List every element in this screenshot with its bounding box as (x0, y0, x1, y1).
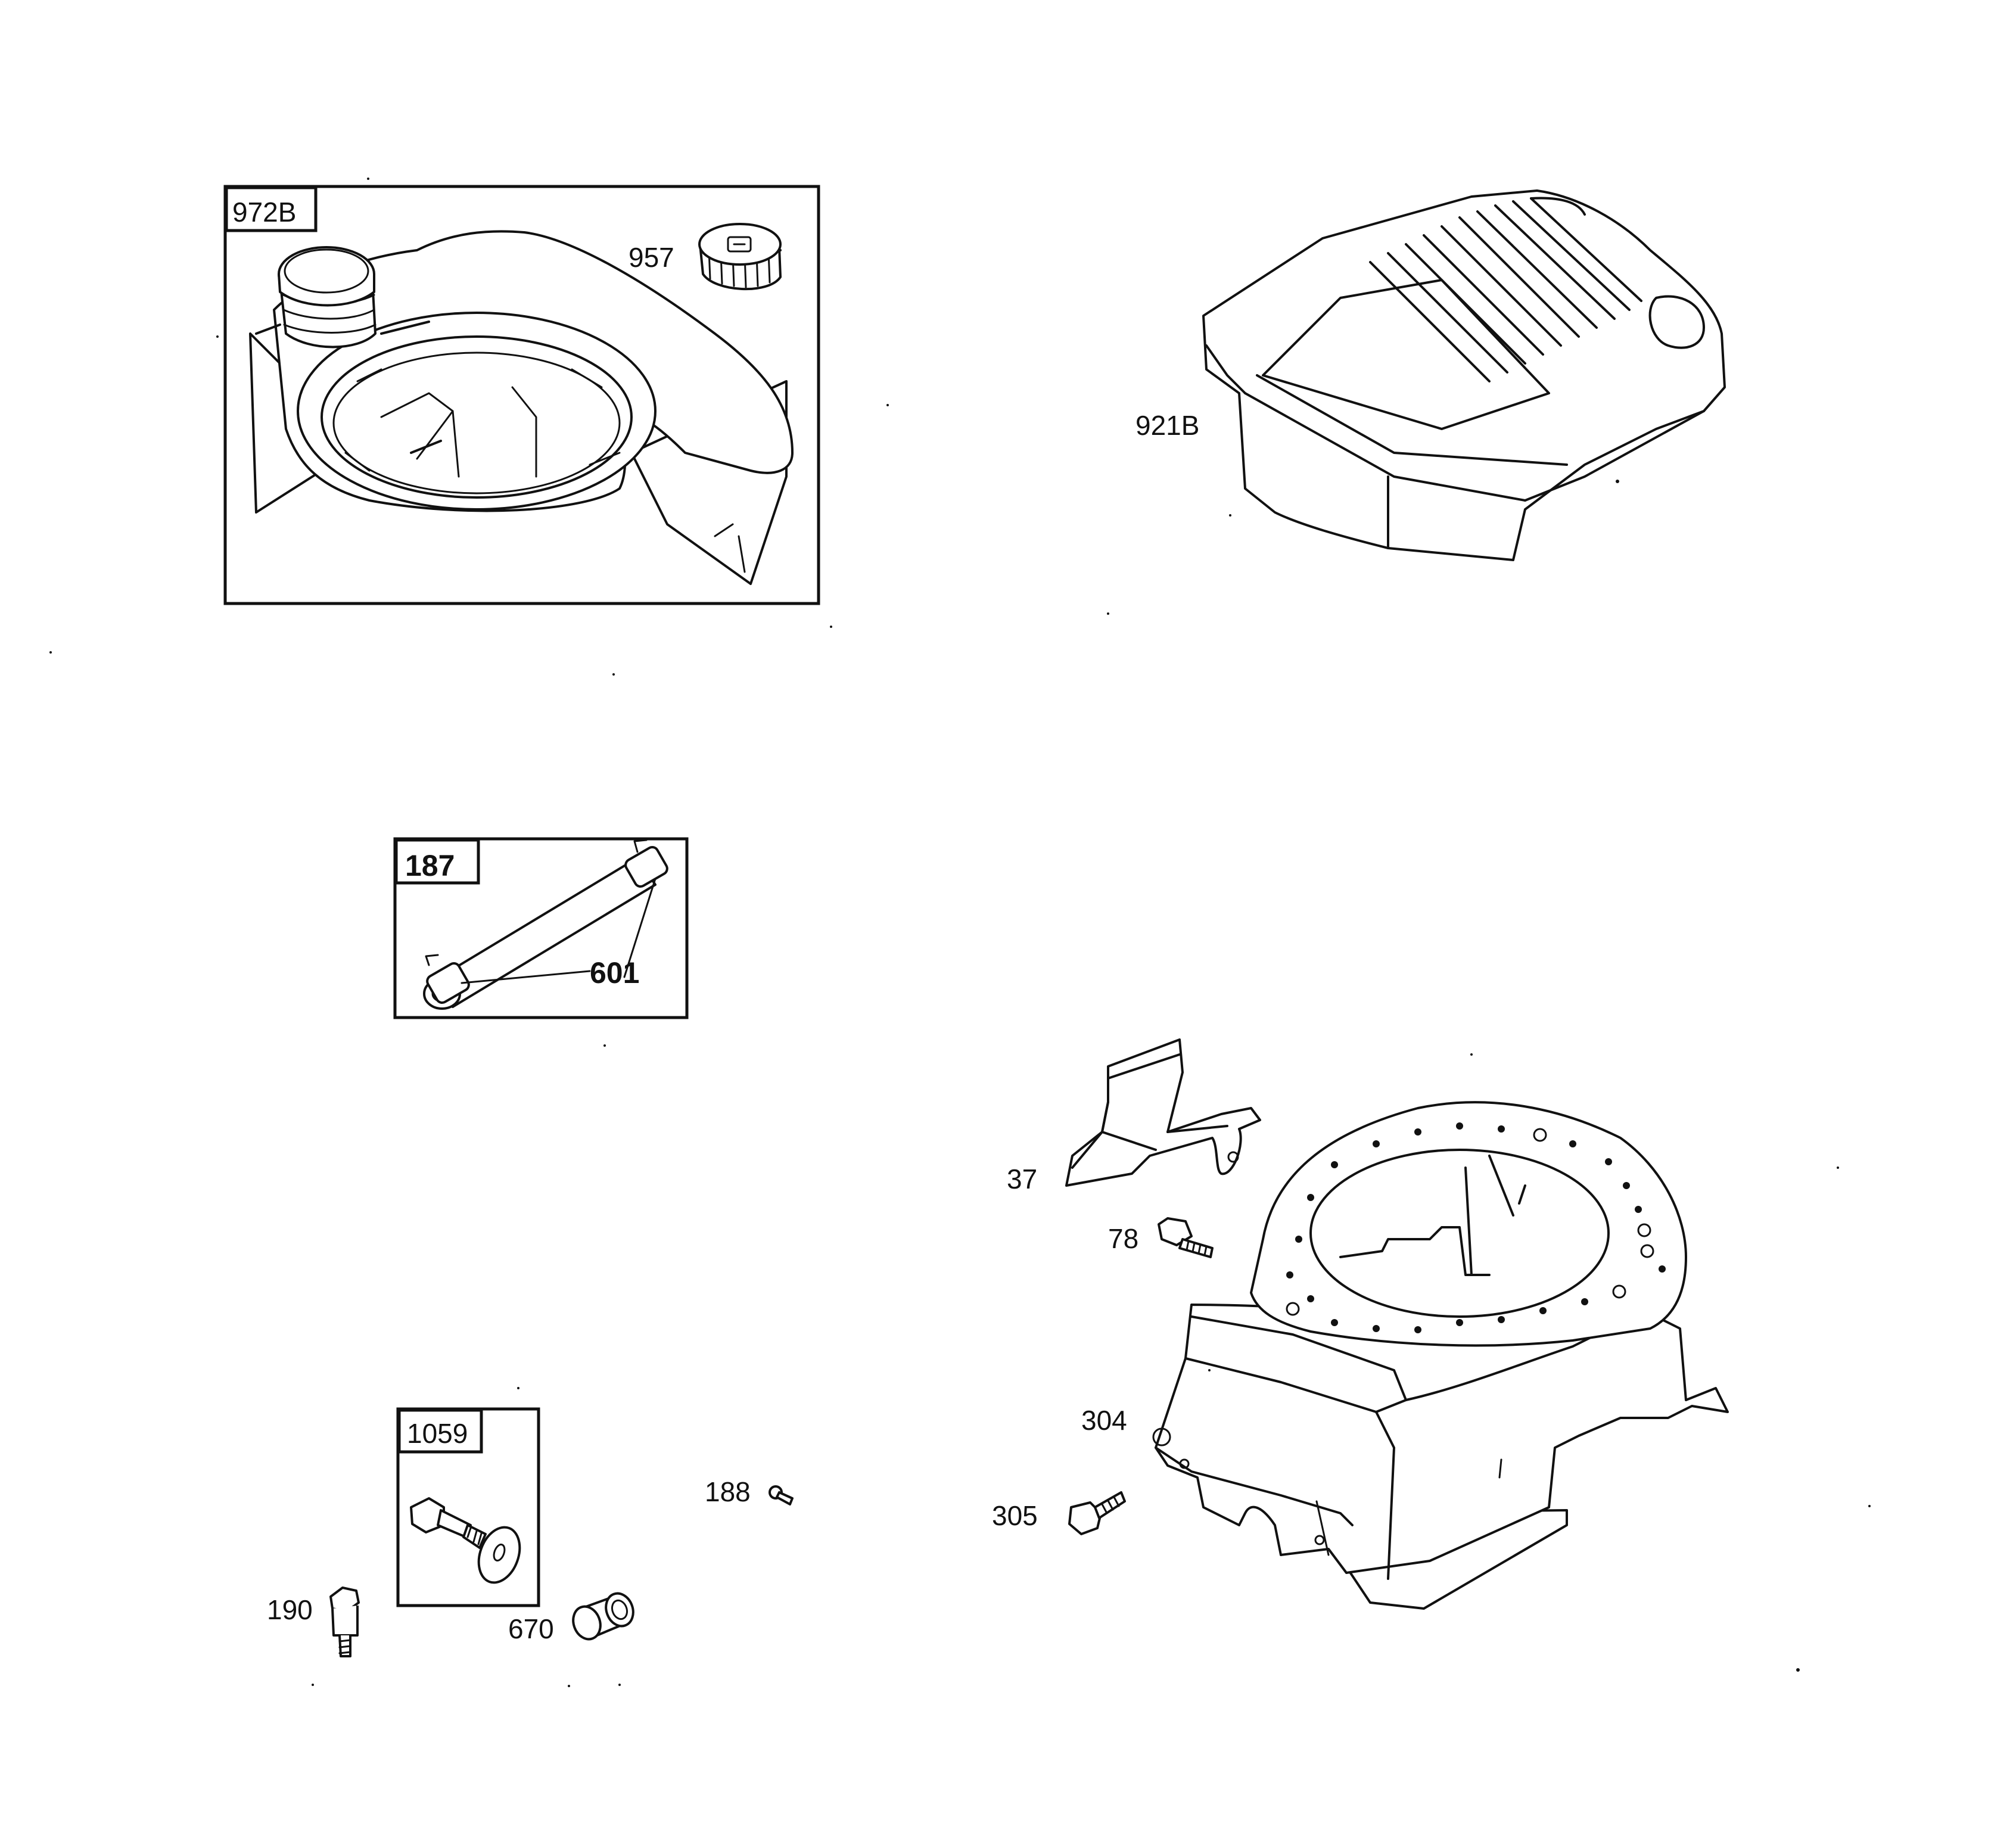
kit-1059-label: 1059 (407, 1418, 468, 1449)
baffle-37-label: 37 (1007, 1164, 1037, 1194)
screw-78-group: 78 (1108, 1217, 1214, 1258)
screw-305-group: 305 (992, 1491, 1126, 1535)
breather-tube-illustration (423, 839, 668, 1010)
blower-housing-304-illustration (1152, 1101, 1729, 1610)
stud-190-label: 190 (267, 1594, 313, 1625)
cover-921b-group: 921B (1135, 189, 1726, 561)
blower-housing-972b-illustration (249, 230, 794, 585)
kit-187-group: 187 601 (393, 837, 689, 1019)
screw-188-label: 188 (705, 1476, 751, 1507)
kit-972b-group: 972B (223, 185, 820, 605)
screw-78-illustration (1158, 1217, 1214, 1258)
air-baffle-37-illustration (1065, 1038, 1261, 1187)
screw-188-illustration (769, 1485, 794, 1505)
clamp-601-leader-lower (461, 970, 591, 984)
kit-972b-frame (223, 185, 820, 605)
housing-304-label: 304 (1081, 1405, 1127, 1436)
kit-972b-tag (225, 186, 318, 232)
stud-190-illustration (329, 1587, 360, 1657)
cap-957-label: 957 (629, 242, 674, 273)
shoulder-screw-illustration (410, 1497, 487, 1549)
print-specks (49, 178, 1871, 1687)
clamp-601-label: 601 (590, 956, 639, 990)
screw-78-label: 78 (1108, 1223, 1138, 1254)
spacer-670-group: 670 (508, 1592, 634, 1644)
screw-305-illustration (1068, 1491, 1126, 1535)
cover-921b-label: 921B (1135, 410, 1199, 441)
housing-304-group: 304 (1081, 1101, 1729, 1610)
spacer-670-illustration (572, 1592, 634, 1641)
screw-188-group: 188 (705, 1476, 794, 1507)
screw-305-label: 305 (992, 1500, 1038, 1531)
cover-vent-slats (1369, 197, 1642, 382)
spacer-670-label: 670 (508, 1613, 554, 1644)
kit-972b-label: 972B (232, 197, 296, 228)
kit-187-label: 187 (405, 849, 455, 882)
kit-187-tag (394, 838, 480, 885)
washer-illustration (477, 1526, 521, 1584)
kit-1059-group: 1059 (396, 1407, 540, 1607)
kit-187-frame (393, 837, 689, 1019)
baffle-37-group: 37 (1007, 1038, 1261, 1194)
kit-1059-tag (397, 1408, 483, 1454)
clamp-601-leader-upper (623, 878, 657, 978)
blower-cover-921b-illustration (1202, 189, 1726, 561)
stud-190-group: 190 (267, 1587, 360, 1657)
oil-cap-957-illustration (698, 223, 782, 291)
